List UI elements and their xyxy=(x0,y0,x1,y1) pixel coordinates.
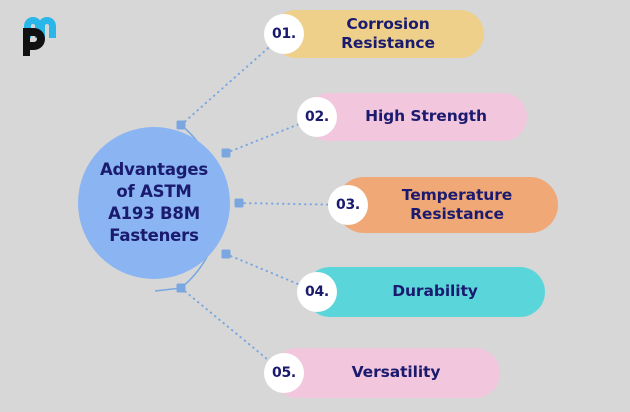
connector-node-4 xyxy=(221,249,231,259)
item-badge-4[interactable]: 04. xyxy=(297,272,337,312)
connector-node-3 xyxy=(234,198,244,208)
item-number-2: 02. xyxy=(305,109,329,125)
connector-dotted-line-3 xyxy=(238,202,349,206)
center-title: Advantages of ASTM A193 B8M Fasteners xyxy=(99,160,209,245)
item-label-4: Durability xyxy=(392,282,478,301)
connector-node-5 xyxy=(176,283,186,293)
item-number-1: 01. xyxy=(272,26,296,42)
item-pill-1[interactable]: Corrosion Resistance xyxy=(272,10,484,58)
item-pill-3[interactable]: Temperature Resistance xyxy=(336,177,558,233)
item-badge-3[interactable]: 03. xyxy=(328,185,368,225)
brand-logo-icon xyxy=(23,17,56,56)
item-badge-1[interactable]: 01. xyxy=(264,14,304,54)
item-number-4: 04. xyxy=(305,284,329,300)
item-pill-2[interactable]: High Strength xyxy=(305,93,527,141)
item-pill-4[interactable]: Durability xyxy=(305,267,545,317)
item-label-1: Corrosion Resistance xyxy=(341,14,435,52)
item-label-5: Versatility xyxy=(351,363,441,382)
item-badge-2[interactable]: 02. xyxy=(297,97,337,137)
item-label-3: Temperature Resistance xyxy=(401,185,513,223)
item-badge-5[interactable]: 05. xyxy=(264,353,304,393)
item-number-3: 03. xyxy=(336,197,360,213)
item-pill-5[interactable]: Versatility xyxy=(272,348,500,398)
item-number-5: 05. xyxy=(272,365,296,381)
connector-node-2 xyxy=(221,148,231,158)
connector-dotted-line-5 xyxy=(180,287,285,374)
center-node: Advantages of ASTM A193 B8M Fasteners xyxy=(78,127,230,279)
item-label-2: High Strength xyxy=(365,107,487,126)
connector-node-1 xyxy=(176,120,186,130)
brand-logo xyxy=(10,8,66,56)
connector-dotted-line-1 xyxy=(180,33,285,126)
